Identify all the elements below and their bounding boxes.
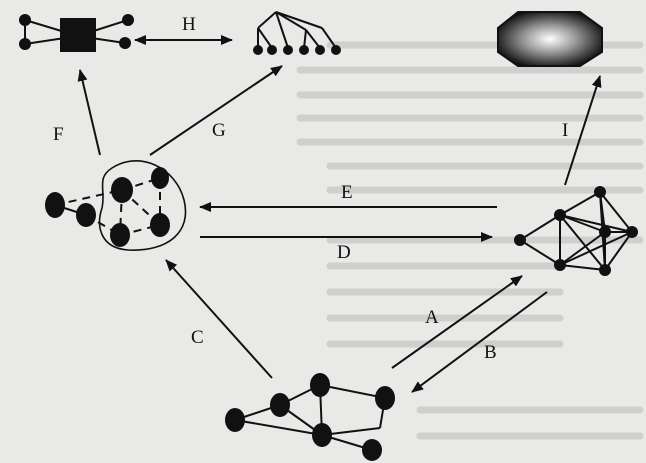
label-b: B: [484, 342, 497, 363]
merged-cluster-octagon: [497, 11, 603, 67]
arrow-a: [391, 275, 523, 369]
label-i: I: [562, 120, 568, 141]
hub-square-node: [60, 18, 96, 52]
label-g: G: [212, 120, 226, 141]
arrow-f: [77, 69, 101, 156]
clustered-network: [45, 160, 187, 251]
arrow-g: [149, 65, 283, 156]
background-text-bleed: [296, 41, 644, 440]
arrow-c: [165, 259, 273, 379]
spoke-node: [19, 14, 31, 26]
spoke-node: [19, 38, 31, 50]
label-f: F: [53, 124, 64, 145]
arrow-b: [411, 291, 548, 393]
label-d: D: [337, 242, 351, 263]
sparse-network: [225, 373, 395, 461]
tree-network: [253, 11, 341, 55]
label-c: C: [191, 327, 204, 348]
label-a: A: [425, 307, 439, 328]
dense-network: [514, 186, 638, 276]
label-h: H: [182, 14, 196, 35]
transition-arrows: [77, 35, 602, 393]
label-e: E: [341, 182, 353, 203]
spoke-node: [122, 14, 134, 26]
hub-network-square: [19, 14, 134, 52]
arrow-i: [564, 75, 602, 186]
spoke-node: [119, 37, 131, 49]
